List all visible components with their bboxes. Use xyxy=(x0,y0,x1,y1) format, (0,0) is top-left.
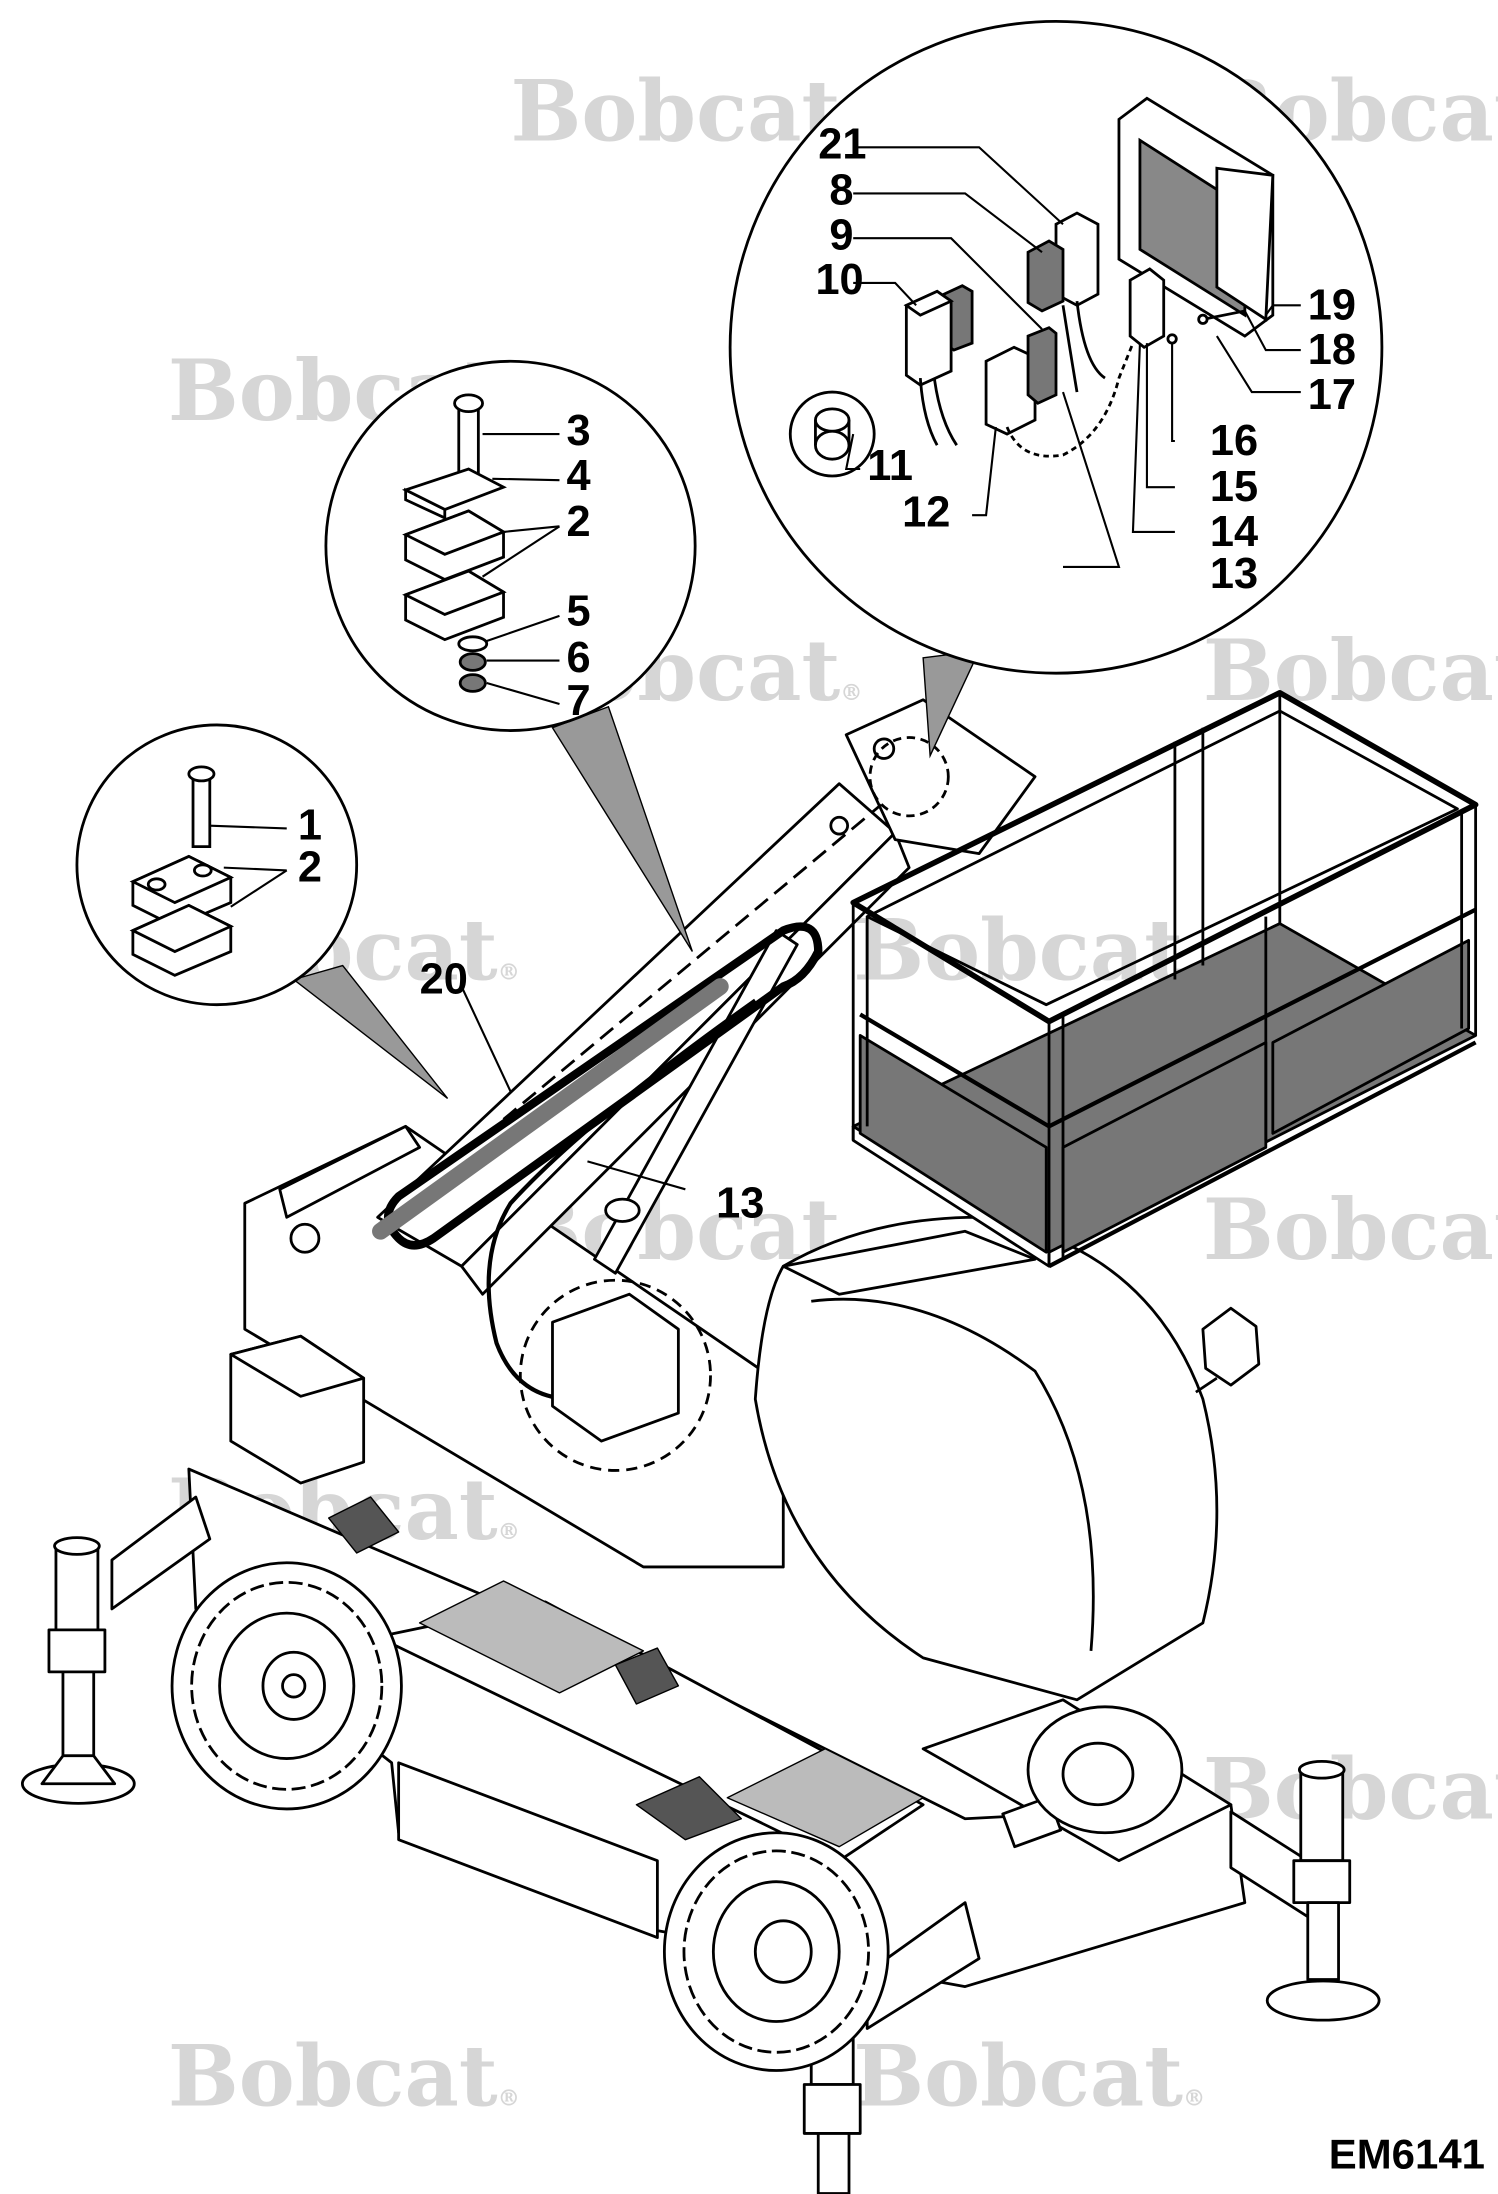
callout-17: 17 xyxy=(1308,371,1356,419)
detail-circle-b xyxy=(324,359,697,952)
callout-2: 2 xyxy=(566,498,590,546)
watermark: Bobcat® xyxy=(853,2026,1205,2125)
svg-text:Bobcat®: Bobcat® xyxy=(1203,1740,1498,1839)
svg-text:Bobcat®: Bobcat® xyxy=(168,2026,520,2125)
machine-body xyxy=(20,698,1381,2194)
callout-7: 7 xyxy=(566,677,590,725)
callout-21: 21 xyxy=(818,120,866,168)
callout-5: 5 xyxy=(566,588,590,636)
callout-8: 8 xyxy=(829,167,853,215)
drawing-code: EM6141 xyxy=(1329,2130,1485,2177)
callout-12: 12 xyxy=(902,488,950,536)
callout-labels: 1 2 3 4 2 5 6 7 21 8 9 10 11 12 13 14 15… xyxy=(298,120,1356,1227)
callout-3: 3 xyxy=(566,407,590,455)
callout-11: 11 xyxy=(867,442,913,490)
svg-text:Bobcat®: Bobcat® xyxy=(1203,1180,1498,1279)
callout-19: 19 xyxy=(1308,281,1356,329)
svg-text:Bobcat®: Bobcat® xyxy=(853,2026,1205,2125)
watermark: Bobcat® xyxy=(1203,1180,1498,1279)
registered-mark: ® xyxy=(498,960,520,986)
svg-text:Bobcat®: Bobcat® xyxy=(1203,621,1498,720)
wheel-front-left xyxy=(170,1561,403,1811)
callout-14: 14 xyxy=(1210,508,1258,556)
callout-16: 16 xyxy=(1210,417,1258,465)
registered-mark: ® xyxy=(498,1519,520,1545)
watermark: Bobcat® xyxy=(168,2026,520,2125)
callout-18: 18 xyxy=(1308,326,1356,374)
detail-circle-c xyxy=(728,20,1384,759)
callout-2: 2 xyxy=(298,844,322,892)
wheel-front-right xyxy=(662,1831,890,2072)
registered-mark: ® xyxy=(498,2085,520,2111)
callout-13: 13 xyxy=(716,1179,764,1227)
callout-1: 1 xyxy=(298,802,322,850)
deck-grating xyxy=(418,1580,924,1848)
registered-mark: ® xyxy=(1183,2085,1205,2111)
callout-20: 20 xyxy=(420,955,468,1003)
watermark: Bobcat® xyxy=(853,901,1205,1000)
registered-mark: ® xyxy=(840,680,862,706)
callout-9: 9 xyxy=(829,211,853,259)
work-platform xyxy=(850,689,1479,1269)
callout-15: 15 xyxy=(1210,463,1258,511)
callout-4: 4 xyxy=(566,452,590,500)
callout-13: 13 xyxy=(1210,550,1258,598)
leader-lines xyxy=(460,986,686,1191)
detail-circle-a xyxy=(75,723,449,1099)
callout-10: 10 xyxy=(815,256,863,304)
svg-text:Bobcat®: Bobcat® xyxy=(853,901,1205,1000)
watermark: Bobcat® xyxy=(1203,1740,1498,1839)
callout-6: 6 xyxy=(566,634,590,682)
watermark: Bobcat® xyxy=(1203,621,1498,720)
